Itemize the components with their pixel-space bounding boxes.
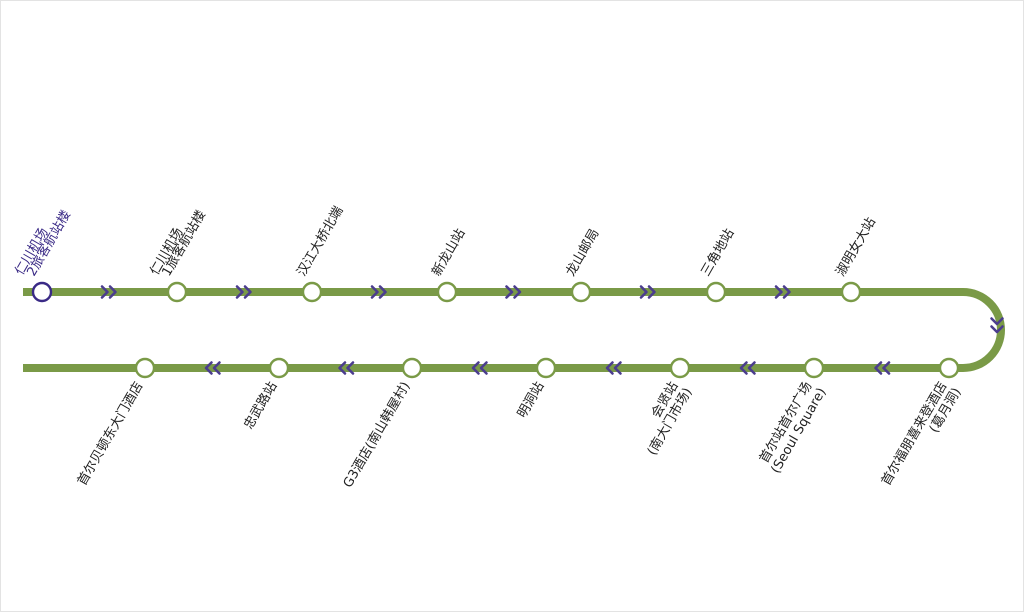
double-chevron-right-icon-chevron [774, 285, 783, 299]
route-line-layer [23, 288, 1005, 372]
double-chevron-right-icon [774, 285, 791, 299]
double-chevron-down-icon-chevron [990, 317, 1004, 326]
double-chevron-right-icon [235, 285, 252, 299]
double-chevron-right-icon-chevron [370, 285, 379, 299]
double-chevron-right-icon-chevron [243, 285, 252, 299]
double-chevron-right-icon-chevron [513, 285, 522, 299]
return-station-label: 明洞站 [515, 380, 547, 421]
double-chevron-left-icon-chevron [212, 361, 221, 375]
station-marker[interactable] [840, 281, 862, 303]
station-marker[interactable] [535, 357, 557, 379]
station-label-line: 龙山邮局 [563, 226, 602, 279]
double-chevron-down-icon [990, 317, 1004, 334]
return-station-label: 会贤站(南大门市场) [644, 380, 695, 459]
station-marker[interactable] [401, 357, 423, 379]
double-chevron-right-icon [100, 285, 117, 299]
station-marker[interactable] [705, 281, 727, 303]
station-marker[interactable] [436, 281, 458, 303]
double-chevron-left-icon-chevron [204, 361, 213, 375]
return-station-label: 首尔站首尔广场(Seoul Square) [757, 380, 829, 477]
double-chevron-right-icon-chevron [235, 285, 244, 299]
double-chevron-left-icon-chevron [479, 361, 488, 375]
double-chevron-right-icon-chevron [378, 285, 387, 299]
outbound-station-label: 龙山邮局 [563, 226, 602, 279]
double-chevron-left-icon [874, 361, 891, 375]
outbound-station-label: 汉江大桥北端 [294, 204, 346, 279]
station-label-line: 首尔贝顿东大门酒店 [75, 380, 146, 489]
double-chevron-left-icon [605, 361, 622, 375]
outbound-station-label: 新龙山站 [429, 226, 469, 279]
double-chevron-right-icon-chevron [505, 285, 514, 299]
station-layer [31, 281, 960, 379]
double-chevron-right-icon-chevron [782, 285, 791, 299]
double-chevron-left-icon [471, 361, 488, 375]
double-chevron-left-icon [204, 361, 221, 375]
station-marker[interactable] [938, 357, 960, 379]
double-chevron-left-icon-chevron [613, 361, 622, 375]
station-marker[interactable] [166, 281, 188, 303]
outbound-station-label: 淑明女大站 [833, 215, 879, 279]
origin-station-marker[interactable] [31, 281, 53, 303]
double-chevron-left-icon [338, 361, 355, 375]
double-chevron-left-icon-chevron [471, 361, 480, 375]
double-chevron-left-icon-chevron [739, 361, 748, 375]
double-chevron-right-icon-chevron [100, 285, 109, 299]
direction-arrow-layer [100, 285, 1004, 375]
double-chevron-right-icon-chevron [647, 285, 656, 299]
station-label-line: 明洞站 [515, 380, 547, 421]
station-marker[interactable] [803, 357, 825, 379]
double-chevron-left-icon-chevron [882, 361, 891, 375]
station-marker[interactable] [570, 281, 592, 303]
double-chevron-left-icon-chevron [874, 361, 883, 375]
station-label-line: 新龙山站 [429, 226, 469, 279]
outbound-station-label: 三角地站 [698, 226, 737, 279]
double-chevron-right-icon [639, 285, 656, 299]
station-label-line: G3酒店(南山韩屋村) [340, 379, 414, 490]
station-marker[interactable] [134, 357, 156, 379]
return-station-label: G3酒店(南山韩屋村) [340, 379, 414, 490]
double-chevron-left-icon-chevron [747, 361, 756, 375]
double-chevron-right-icon [505, 285, 522, 299]
return-station-label: 首尔贝顿东大门酒店 [75, 380, 146, 489]
station-label-line: 三角地站 [698, 226, 737, 279]
double-chevron-left-icon-chevron [605, 361, 614, 375]
return-station-label: 忠武路站 [241, 379, 281, 432]
double-chevron-right-icon-chevron [108, 285, 117, 299]
station-marker[interactable] [268, 357, 290, 379]
double-chevron-left-icon-chevron [346, 361, 355, 375]
double-chevron-left-icon [739, 361, 756, 375]
station-label-line: 忠武路站 [241, 379, 281, 432]
station-marker[interactable] [301, 281, 323, 303]
double-chevron-right-icon [370, 285, 387, 299]
station-label-line: 淑明女大站 [833, 215, 879, 279]
station-marker[interactable] [669, 357, 691, 379]
double-chevron-down-icon-chevron [990, 325, 1004, 334]
station-label-line: 汉江大桥北端 [294, 204, 346, 279]
route-line [23, 288, 1005, 372]
double-chevron-left-icon-chevron [338, 361, 347, 375]
return-station-label: 首尔福朋喜来登酒店(葛月洞) [879, 380, 964, 489]
double-chevron-right-icon-chevron [639, 285, 648, 299]
